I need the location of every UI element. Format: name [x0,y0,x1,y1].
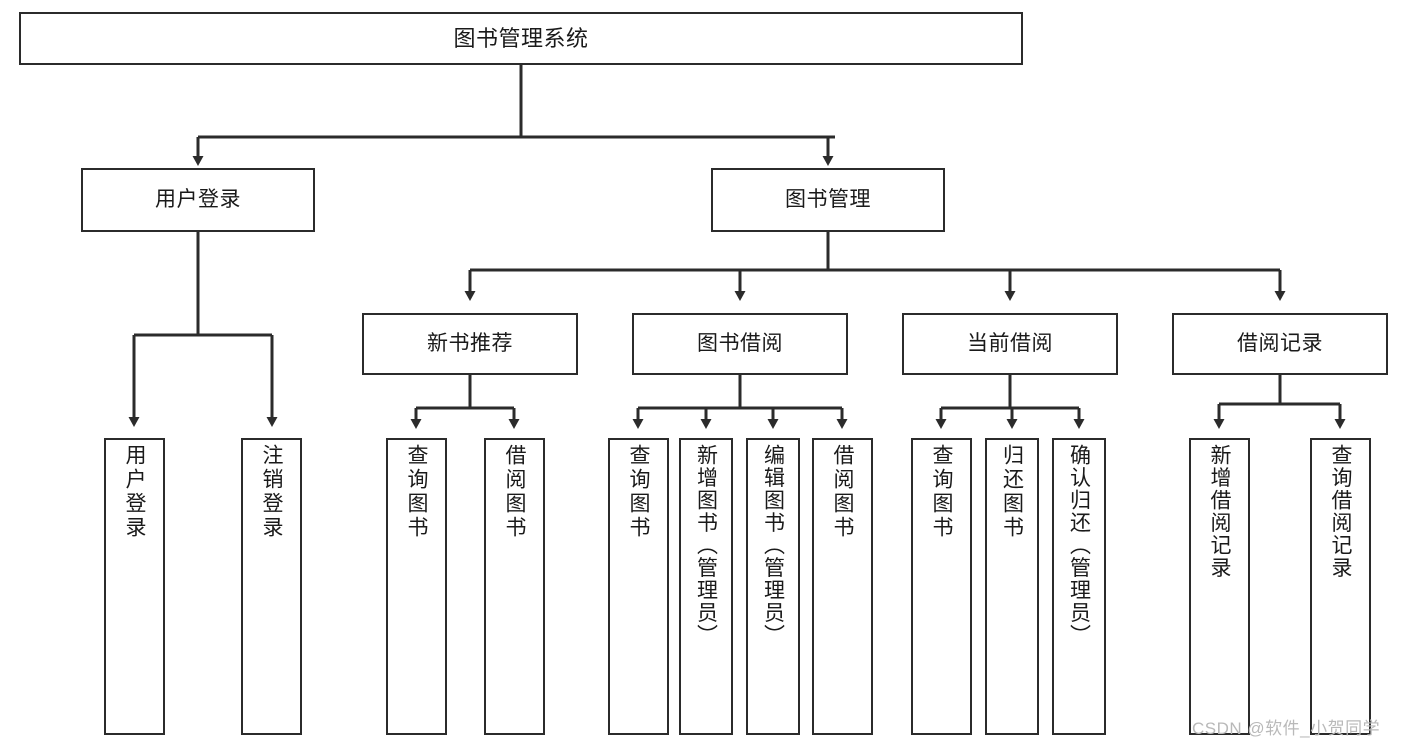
node-borrow-record[interactable]: 借阅记录 [1172,313,1388,375]
node-label: 注销登录 [260,444,283,540]
node-user-login[interactable]: 用户登录 [81,168,315,232]
node-label: 借阅图书 [503,444,526,540]
leaf-confirm-return-admin[interactable]: 确认归还（管理员） [1052,438,1106,735]
node-new-book-recommend[interactable]: 新书推荐 [362,313,578,375]
node-label: 用户登录 [155,188,241,211]
node-label: 借阅记录 [1237,332,1323,355]
node-label: 图书借阅 [697,332,783,355]
leaf-return-book[interactable]: 归还图书 [985,438,1039,735]
leaf-query-book-new[interactable]: 查询图书 [386,438,447,735]
leaf-logout[interactable]: 注销登录 [241,438,302,735]
node-root-system[interactable]: 图书管理系统 [19,12,1023,65]
node-label: 图书管理 [785,188,871,211]
leaf-query-book-borrow[interactable]: 查询图书 [608,438,669,735]
node-label: 借阅图书 [831,444,854,540]
node-label: 归还图书 [1000,444,1024,540]
leaf-edit-book-admin[interactable]: 编辑图书（管理员） [746,438,800,735]
node-label: 用户登录 [123,444,146,540]
node-book-borrow[interactable]: 图书借阅 [632,313,848,375]
node-label: 查询图书 [627,444,650,540]
leaf-borrow-book-new[interactable]: 借阅图书 [484,438,545,735]
node-label: 确认归还（管理员） [1067,444,1091,647]
leaf-query-borrow-record[interactable]: 查询借阅记录 [1310,438,1371,735]
node-label: 编辑图书（管理员） [761,444,785,647]
leaf-user-login[interactable]: 用户登录 [104,438,165,735]
csdn-watermark: CSDN @软件_小贺同学 [1192,719,1381,738]
node-label: 查询图书 [930,444,953,540]
node-label: 新增借阅记录 [1208,444,1231,579]
leaf-borrow-book[interactable]: 借阅图书 [812,438,873,735]
node-label: 新书推荐 [427,332,513,355]
node-label: 当前借阅 [967,332,1053,355]
node-label: 新增图书（管理员） [694,444,718,647]
node-label: 查询图书 [405,444,428,540]
node-current-borrow[interactable]: 当前借阅 [902,313,1118,375]
leaf-add-book-admin[interactable]: 新增图书（管理员） [679,438,733,735]
leaf-query-book-current[interactable]: 查询图书 [911,438,972,735]
node-label: 查询借阅记录 [1329,444,1352,579]
leaf-add-borrow-record[interactable]: 新增借阅记录 [1189,438,1250,735]
node-label: 图书管理系统 [453,25,589,51]
node-book-management[interactable]: 图书管理 [711,168,945,232]
